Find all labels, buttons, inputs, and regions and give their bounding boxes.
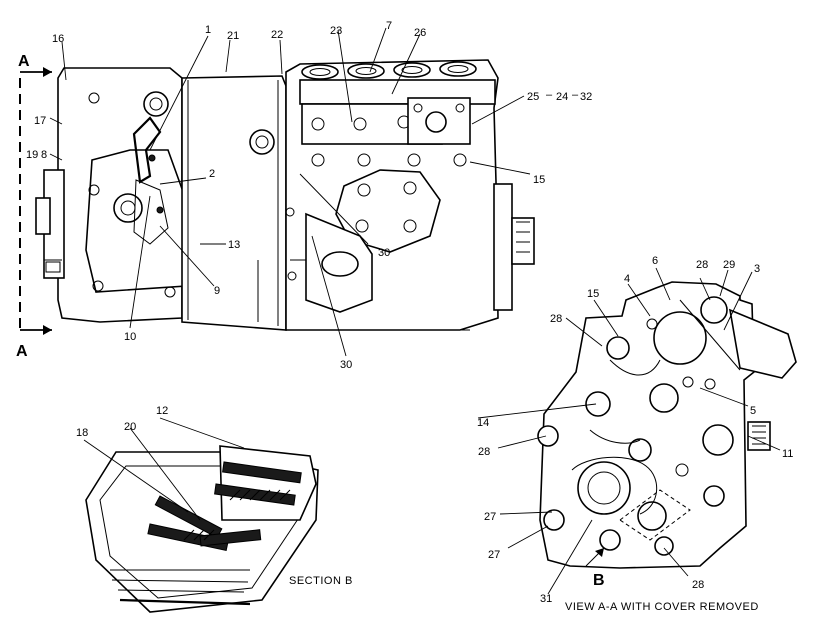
callout-15-main: 15 bbox=[533, 174, 545, 186]
dash-25-24: – bbox=[546, 89, 553, 101]
callout-20: 20 bbox=[124, 421, 136, 433]
callout-28-left: 28 bbox=[478, 446, 490, 458]
view-marker-b: B bbox=[593, 572, 605, 589]
callout-28-left-top: 28 bbox=[550, 313, 562, 325]
callout-15-view-aa: 15 bbox=[587, 288, 599, 300]
dash-24-32: – bbox=[572, 89, 579, 101]
callout-28-bottom: 28 bbox=[692, 579, 704, 591]
section-b-view: SECTION B bbox=[85, 445, 353, 613]
callout-1: 1 bbox=[205, 24, 211, 36]
callout-6: 6 bbox=[652, 255, 658, 267]
callout-9: 9 bbox=[214, 285, 220, 297]
callout-32: 32 bbox=[580, 91, 592, 103]
callout-28-top: 28 bbox=[696, 259, 708, 271]
leader-lines bbox=[49, 27, 781, 595]
callout-30-lower: 30 bbox=[340, 359, 352, 371]
callout-27-upper: 27 bbox=[484, 511, 496, 523]
section-line-a: A A bbox=[16, 53, 52, 360]
pump-barrels bbox=[301, 61, 477, 80]
callout-22: 22 bbox=[271, 29, 283, 41]
callout-11: 11 bbox=[782, 448, 793, 460]
callout-labels: 1 2 3 4 5 6 7 8 9 10 11 12 13 14 15 15 1… bbox=[26, 20, 793, 605]
callout-23: 23 bbox=[330, 25, 342, 37]
callout-4: 4 bbox=[624, 273, 630, 285]
view-marker-a-bottom: A bbox=[16, 343, 28, 360]
callout-21: 21 bbox=[227, 30, 239, 42]
callout-14: 14 bbox=[477, 417, 489, 429]
callout-25: 25 bbox=[527, 91, 539, 103]
caption-view-aa: VIEW A-A WITH COVER REMOVED bbox=[565, 601, 759, 613]
callout-7: 7 bbox=[386, 20, 392, 32]
view-aa-cover-removed: B VIEW A-A WITH COVER REMOVED bbox=[537, 281, 797, 613]
callout-24: 24 bbox=[556, 91, 568, 103]
callout-30-upper: 30 bbox=[378, 247, 390, 259]
callout-19: 19 bbox=[26, 149, 38, 161]
callout-3: 3 bbox=[754, 263, 760, 275]
callout-26: 26 bbox=[414, 27, 426, 39]
callout-2: 2 bbox=[209, 168, 215, 180]
callout-16: 16 bbox=[52, 33, 64, 45]
callout-17: 17 bbox=[34, 115, 46, 127]
view-marker-a-top: A bbox=[18, 53, 30, 70]
callout-18: 18 bbox=[76, 427, 88, 439]
caption-section-b: SECTION B bbox=[289, 575, 353, 587]
callout-12: 12 bbox=[156, 405, 168, 417]
callout-13: 13 bbox=[228, 239, 240, 251]
callout-8: 8 bbox=[41, 149, 47, 161]
callout-10: 10 bbox=[124, 331, 136, 343]
callout-29: 29 bbox=[723, 259, 735, 271]
callout-5: 5 bbox=[750, 405, 756, 417]
callout-27-lower: 27 bbox=[488, 549, 500, 561]
callout-31: 31 bbox=[540, 593, 552, 605]
pump-assembly-side-view bbox=[35, 59, 535, 331]
